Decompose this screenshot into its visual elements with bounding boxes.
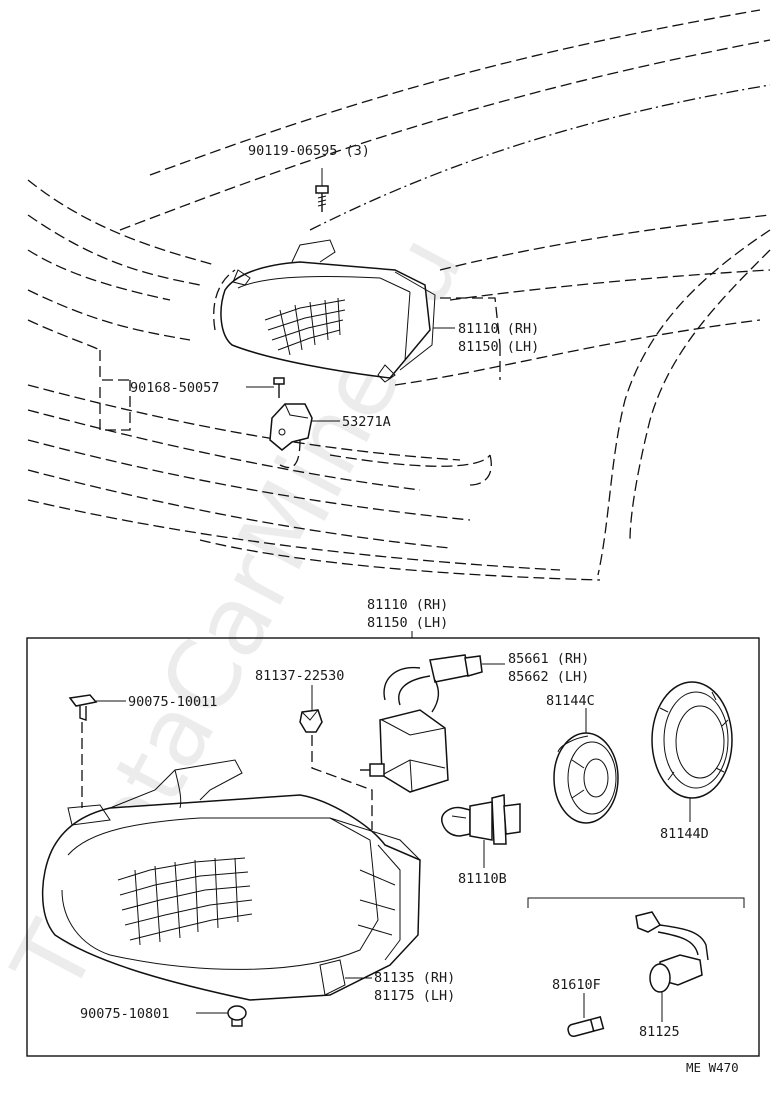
diagram-code: ME W470	[686, 1060, 739, 1075]
nut-icon	[299, 709, 323, 733]
bracket-icon	[269, 403, 313, 451]
sub-assembly-bracket	[527, 897, 745, 908]
label-socket-lh: 85662 (LH)	[508, 669, 589, 685]
label-screw2: 90168-50057	[130, 380, 219, 396]
label-bulb: 81110B	[458, 871, 507, 887]
label-clip-top: 90075-10011	[128, 694, 217, 710]
assembly-label-lh: 81150 (LH)	[367, 615, 448, 631]
label-side-socket: 81125	[639, 1024, 680, 1040]
headlamp-icon	[220, 239, 436, 383]
label-cover-outer: 81144D	[660, 826, 709, 842]
label-nut: 81137-22530	[255, 668, 344, 684]
label-socket-rh: 85661 (RH)	[508, 651, 589, 667]
label-cover-inner: 81144C	[546, 693, 595, 709]
label-clip-bottom: 90075-10801	[80, 1006, 169, 1022]
bulb-icon	[567, 1015, 605, 1038]
clip-icon	[68, 694, 98, 721]
headlamp-icon	[41, 759, 421, 1001]
bulb-icon	[441, 794, 521, 845]
label-headlamp-lh: 81150 (LH)	[458, 339, 539, 355]
label-small-bulb: 81610F	[552, 977, 601, 993]
screw-icon	[315, 185, 329, 212]
label-lower-rh: 81135 (RH)	[374, 970, 455, 986]
label-lower-lh: 81175 (LH)	[374, 988, 455, 1004]
screw-icon	[273, 377, 285, 398]
vehicle-body-outline	[27, 9, 771, 581]
assembly-label-rh: 81110 (RH)	[367, 597, 448, 613]
dust-cover-inner	[553, 732, 619, 824]
assembly-detail-frame	[26, 637, 760, 1057]
label-headlamp-rh: 81110 (RH)	[458, 321, 539, 337]
socket-icon	[360, 654, 483, 793]
label-screw: 90119-06595 (3)	[248, 143, 370, 159]
dust-cover-outer	[651, 681, 733, 799]
label-bracket: 53271A	[342, 414, 391, 430]
clip-icon	[227, 1005, 247, 1027]
socket-icon	[635, 911, 709, 993]
